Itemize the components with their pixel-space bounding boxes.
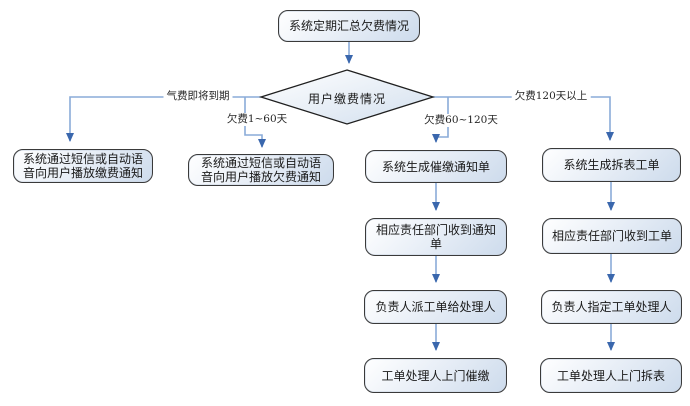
node-dept-receive-notice: 相应责任部门收到通知单: [365, 218, 507, 256]
node-generate-removal-order: 系统生成拆表工单: [542, 148, 681, 182]
node-door-collect: 工单处理人上门催缴: [364, 358, 507, 393]
node-designate-handler: 负责人指定工单处理人: [541, 290, 682, 324]
branch-label-overdue-60-120: 欠费60~120天: [421, 114, 501, 127]
branch-label-overdue-120-plus: 欠费120天以上: [511, 90, 591, 103]
node-generate-reminder: 系统生成催缴通知单: [365, 150, 507, 183]
node-dept-receive-order: 相应责任部门收到工单: [542, 218, 682, 254]
decision-diamond: [258, 69, 436, 125]
node-door-remove-meter: 工单处理人上门拆表: [540, 358, 682, 393]
node-notify-arrears: 系统通过短信或自动语音向用户播放欠费通知: [188, 154, 334, 186]
branch-label-overdue-1-60: 欠费1~60天: [223, 113, 291, 126]
node-start: 系统定期汇总欠费情况: [278, 10, 420, 42]
connector-branch-120-plus: [433, 96, 614, 141]
branch-label-due-soon: 气费即将到期: [163, 90, 233, 103]
decision-label: 用户缴费情况: [307, 92, 386, 106]
node-notify-payment: 系统通过短信或自动语音向用户播放缴费通知: [13, 149, 153, 183]
node-assign-order: 负责人派工单给处理人: [364, 290, 507, 324]
